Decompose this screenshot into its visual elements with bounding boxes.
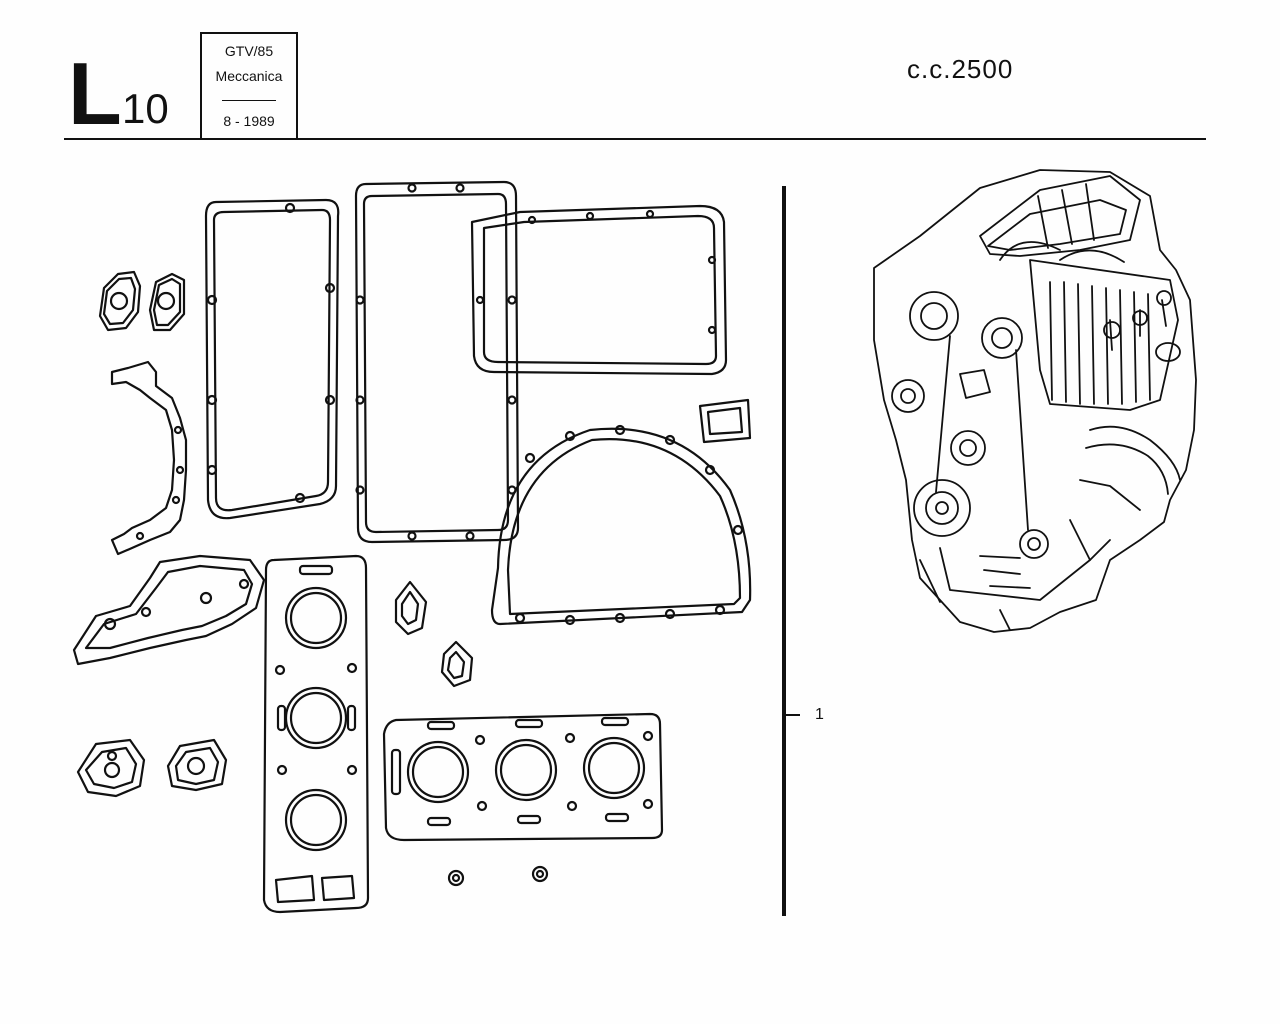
- front-cover-gasket-arch: [490, 424, 752, 626]
- section-number: 10: [122, 85, 169, 132]
- date-label: 8 - 1989: [223, 113, 275, 129]
- model-info-box: GTV/85 Meccanica 8 - 1989: [200, 32, 298, 138]
- pear-flange-gasket-left: [76, 738, 146, 798]
- category-label: Meccanica: [215, 68, 283, 84]
- cam-cover-gasket: [470, 204, 728, 376]
- pear-flange-gasket-right: [166, 738, 228, 792]
- callout-tick: [786, 714, 800, 716]
- small-square-gasket: [698, 398, 752, 444]
- header-rule: [64, 138, 1206, 140]
- small-flange-gasket-left: [98, 270, 142, 332]
- panel-divider-bracket: [782, 186, 786, 916]
- model-label: GTV/85: [224, 43, 274, 59]
- displacement-label: c.c.2500: [907, 54, 1014, 84]
- engine-assembly-illustration: [873, 169, 1197, 633]
- section-letter: L: [68, 44, 122, 143]
- gasket-set-illustration: [72, 180, 752, 914]
- sump-gasket-rectangular: [354, 180, 520, 544]
- timing-cover-gasket-curved: [110, 360, 188, 556]
- small-seal-ring-right: [531, 865, 549, 883]
- oil-pan-gasket-large: [204, 198, 340, 520]
- info-divider: [222, 100, 276, 101]
- diamond-gasket-lower: [440, 640, 474, 688]
- small-flange-gasket-right: [148, 272, 186, 332]
- cylinder-head-gasket-vertical: [262, 554, 370, 914]
- diamond-gasket-upper: [394, 580, 428, 636]
- water-manifold-gasket: [72, 554, 266, 666]
- small-seal-ring-left: [447, 869, 465, 887]
- callout-label: 1: [815, 706, 824, 723]
- cylinder-head-gasket-horizontal: [382, 712, 664, 842]
